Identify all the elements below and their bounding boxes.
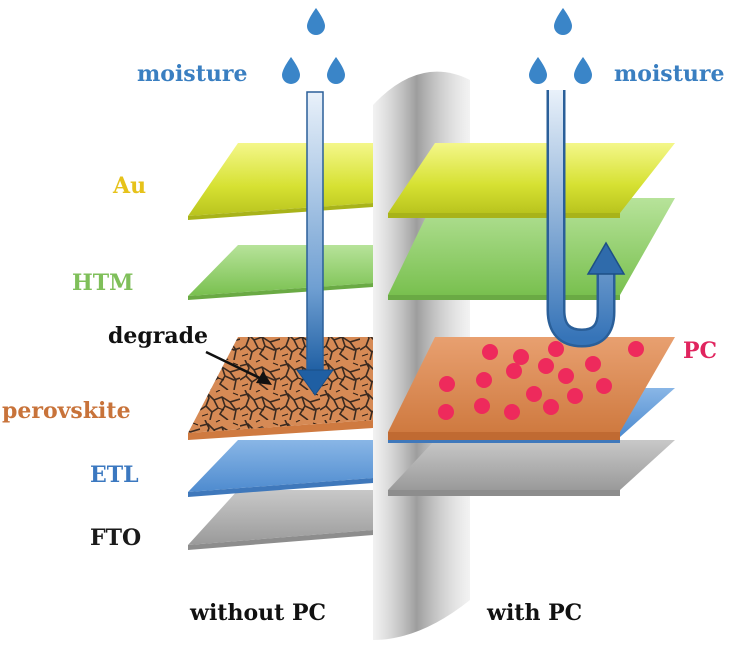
pc-particle [628,341,644,357]
etl-label: ETL [90,462,139,488]
water-droplets [282,8,592,84]
au-label: Au [112,173,146,199]
perovskite-layer-left [188,337,373,433]
fto-layer-right [388,440,675,490]
moisture-arrow-blocked [546,90,626,348]
fto-label: FTO [90,525,141,551]
pc-particles [438,341,644,420]
droplet-icon [282,57,300,84]
pc-particle [513,349,529,365]
with-pc-caption: with PC [486,600,582,626]
au-layer-left [188,143,373,216]
pc-particle [482,344,498,360]
pc-particle [567,388,583,404]
pc-particle [558,368,574,384]
pc-particle [474,398,490,414]
pc-particle [476,372,492,388]
pc-particle [585,356,601,372]
degrade-label: degrade [108,323,208,349]
fto-layer-left [188,490,373,545]
pc-particle [538,358,554,374]
pc-particle [543,399,559,415]
degrade-pointer [205,350,272,385]
moisture-label-left: moisture [137,61,247,87]
moisture-label-right: moisture [614,61,724,87]
droplet-icon [554,8,572,35]
moisture-arrow-down [296,91,334,396]
droplet-icon [529,57,547,84]
perovskite-label: perovskite [2,398,131,424]
etl-layer-left [188,440,373,492]
perovskite-layer-right [388,337,675,432]
pc-label: PC [683,338,717,364]
pc-particle [439,376,455,392]
droplet-icon [307,8,325,35]
au-layer-right [388,143,675,213]
pc-particle [438,404,454,420]
droplet-icon [327,57,345,84]
htm-layer-left [188,245,373,296]
pc-particle [548,341,564,357]
left-stack [188,143,373,550]
pc-particle [506,363,522,379]
pc-particle [504,404,520,420]
htm-label: HTM [72,270,134,296]
pc-particle [596,378,612,394]
without-pc-caption: without PC [189,600,326,626]
pc-particle [526,386,542,402]
droplet-icon [574,57,592,84]
